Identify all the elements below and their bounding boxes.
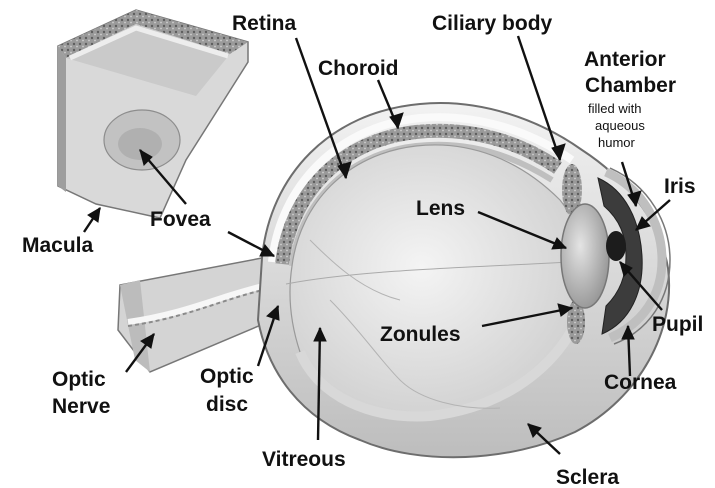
label-fovea: Fovea [150, 208, 211, 231]
label-optic-nerve-2: Nerve [52, 395, 110, 418]
label-macula: Macula [22, 234, 94, 257]
label-ciliary-body: Ciliary body [432, 12, 553, 35]
label-chamber: Chamber [585, 74, 676, 97]
label-optic-nerve-1: Optic [52, 368, 106, 391]
label-iris: Iris [664, 175, 696, 198]
label-sclera: Sclera [556, 466, 619, 488]
label-filled-with: filled with [588, 101, 641, 116]
macula-arrowhead [88, 208, 100, 222]
label-optic-disc-1: Optic [200, 365, 254, 388]
label-retina: Retina [232, 12, 297, 35]
label-zonules: Zonules [380, 323, 461, 346]
label-anterior: Anterior [584, 48, 666, 71]
label-vitreous: Vitreous [262, 448, 346, 471]
label-optic-disc-2: disc [206, 393, 248, 416]
label-choroid: Choroid [318, 57, 398, 80]
label-aqueous: aqueous [595, 118, 645, 133]
macula-inset-shape [58, 10, 248, 218]
label-pupil: Pupil [652, 313, 703, 336]
label-humor: humor [598, 135, 636, 150]
label-lens: Lens [416, 197, 465, 220]
label-cornea: Cornea [604, 371, 677, 394]
